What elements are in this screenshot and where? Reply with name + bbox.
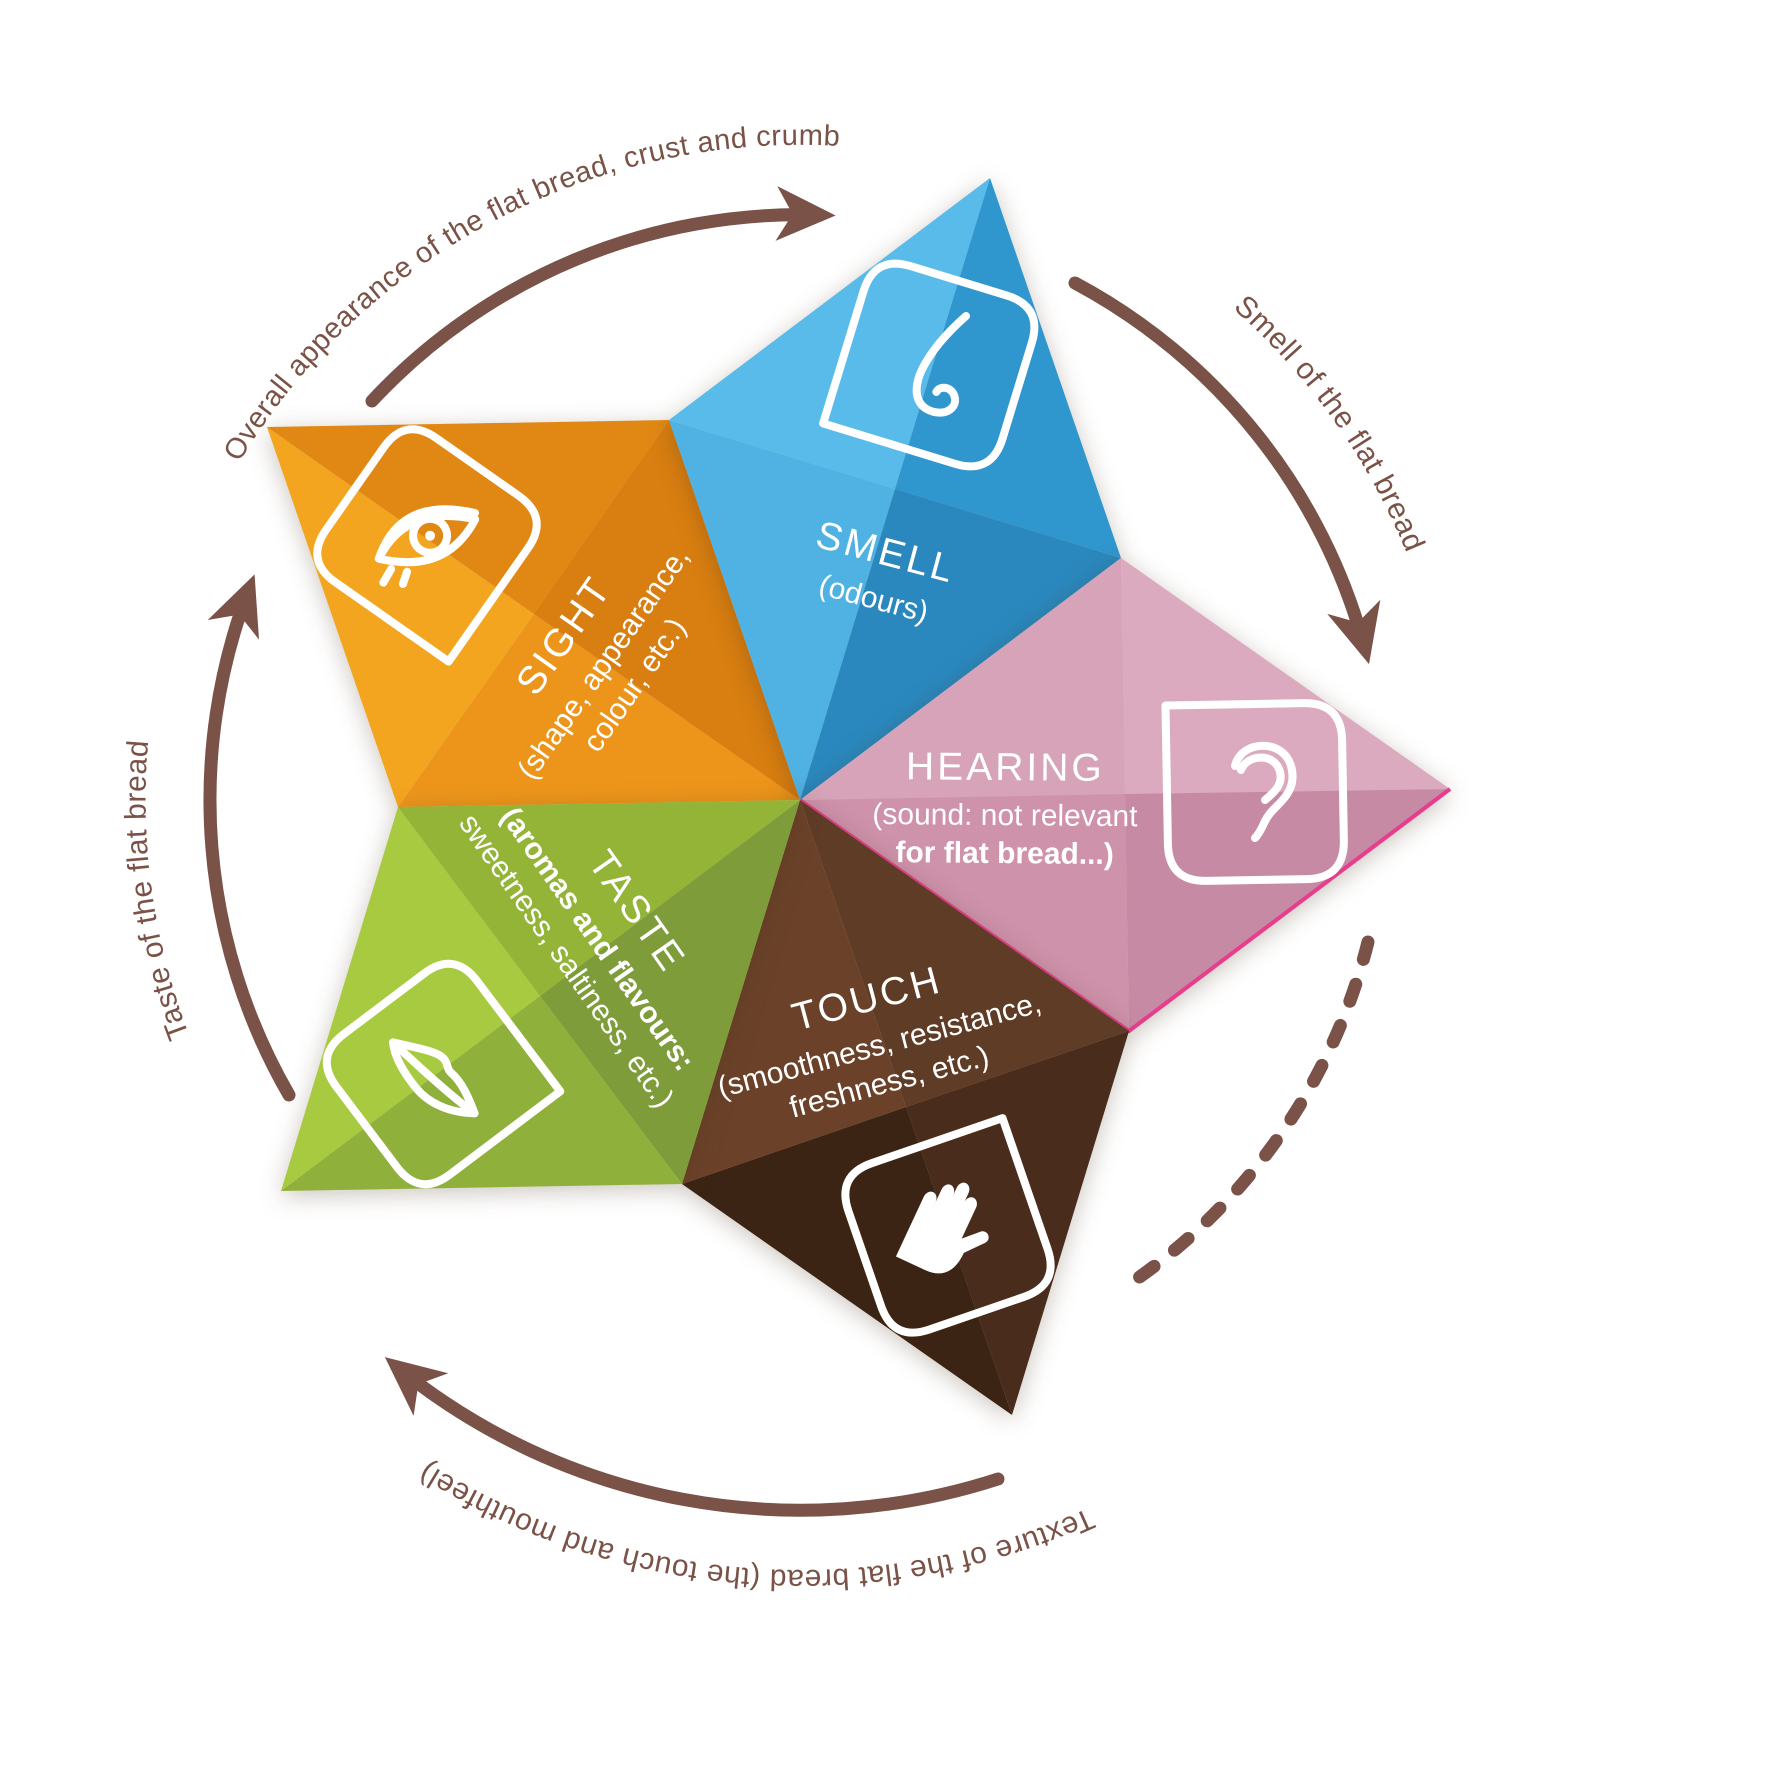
arrow-hearing-dashed <box>1112 935 1375 1298</box>
touch-kite <box>682 800 1129 1415</box>
sight-facet <box>534 420 800 800</box>
arrow-smell-label-text: Smell of the flat bread <box>1228 289 1431 556</box>
touch-facet <box>682 800 906 1184</box>
touch-facet <box>800 800 1129 1107</box>
taste-facet <box>398 800 800 996</box>
hearing-facet <box>1121 558 1450 794</box>
sight-facet <box>398 614 800 807</box>
ear-icon <box>1161 699 1348 885</box>
smell-facet <box>800 489 1121 800</box>
lips-icon <box>322 959 565 1189</box>
hearing-label-block: HEARING (sound: not relevant for flat br… <box>872 745 1138 875</box>
hearing-subtitle-line: for flat bread...) <box>895 836 1114 872</box>
arrow-left-label: Taste of the flat bread <box>119 739 195 1045</box>
hearing-kite <box>798 558 1452 1034</box>
smell-facet <box>669 178 990 489</box>
arrow-smell <box>1068 276 1381 665</box>
touch-facet <box>682 1107 1012 1415</box>
touch-facet <box>906 1031 1129 1415</box>
sense-icons <box>313 259 1348 1337</box>
arrow-left <box>203 574 296 1102</box>
taste-facet <box>540 800 800 1184</box>
smell-facet <box>669 420 895 800</box>
arrow-smell-label: Smell of the flat bread <box>1228 289 1430 556</box>
hearing-subtitle-line: (sound: not relevant <box>872 797 1138 834</box>
arrow-left-label-text: Taste of the flat bread <box>119 739 195 1045</box>
hearing-title: HEARING <box>905 745 1105 790</box>
eye-icon <box>313 425 541 666</box>
hand-icon <box>841 1114 1055 1337</box>
nose-icon <box>819 259 1039 471</box>
arrow-bottom <box>384 1357 1005 1517</box>
arrow-top <box>365 186 836 408</box>
hearing-facet <box>800 558 1125 800</box>
